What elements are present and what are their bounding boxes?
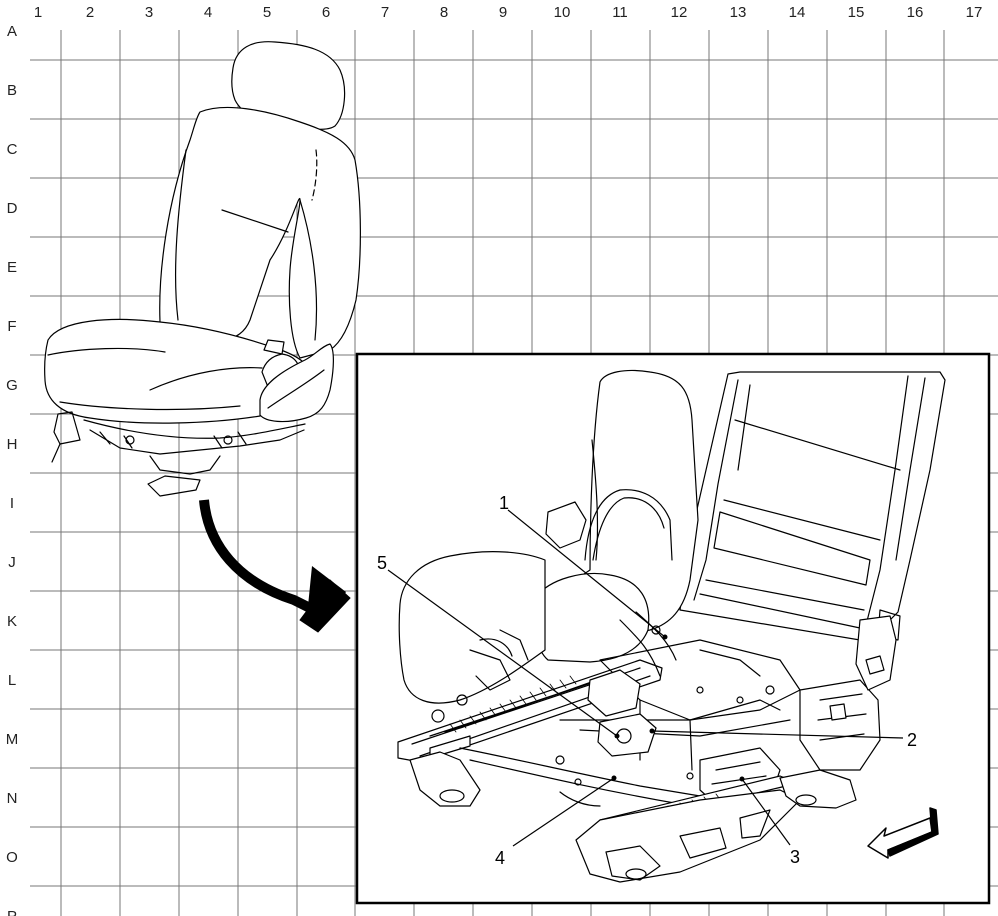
callout-leaders: [387, 509, 904, 847]
row-label-A: A: [7, 23, 17, 40]
callout-1: 1: [499, 493, 509, 513]
column-label-9: 9: [499, 4, 507, 21]
row-label-D: D: [7, 200, 18, 217]
column-label-2: 2: [86, 4, 94, 21]
row-label-H: H: [7, 436, 18, 453]
column-label-12: 12: [671, 4, 688, 21]
row-label-O: O: [6, 849, 18, 866]
row-label-P: P: [7, 908, 17, 916]
column-label-17: 17: [966, 4, 983, 21]
column-label-15: 15: [848, 4, 865, 21]
column-label-8: 8: [440, 4, 448, 21]
column-label-16: 16: [907, 4, 924, 21]
row-label-J: J: [8, 554, 16, 571]
callout-2: 2: [907, 730, 917, 750]
column-label-4: 4: [204, 4, 212, 21]
column-label-10: 10: [554, 4, 571, 21]
column-label-6: 6: [322, 4, 330, 21]
row-label-G: G: [6, 377, 18, 394]
column-label-13: 13: [730, 4, 747, 21]
column-label-14: 14: [789, 4, 806, 21]
callout-endpoints: [611, 634, 745, 782]
row-label-C: C: [7, 141, 18, 158]
direction-arrow-icon: [867, 807, 939, 859]
callout-4: 4: [495, 848, 505, 868]
row-label-I: I: [10, 495, 14, 512]
callout-3: 3: [790, 847, 800, 867]
row-label-F: F: [7, 318, 16, 335]
column-label-7: 7: [381, 4, 389, 21]
row-labels: A B C D E F G H I J K L M N O P: [6, 23, 19, 916]
seat-frame-detail-drawing: [397, 369, 946, 883]
row-label-B: B: [7, 82, 17, 99]
row-label-L: L: [8, 672, 16, 689]
row-label-E: E: [7, 259, 17, 276]
callout-5: 5: [377, 553, 387, 573]
column-label-11: 11: [612, 4, 628, 21]
column-label-1: 1: [34, 4, 42, 21]
row-label-N: N: [7, 790, 18, 807]
seat-overview-drawing: [44, 41, 361, 497]
curved-arrow-icon: [199, 499, 351, 633]
column-label-3: 3: [145, 4, 153, 21]
column-label-5: 5: [263, 4, 271, 21]
row-label-M: M: [6, 731, 19, 748]
row-label-K: K: [7, 613, 17, 630]
